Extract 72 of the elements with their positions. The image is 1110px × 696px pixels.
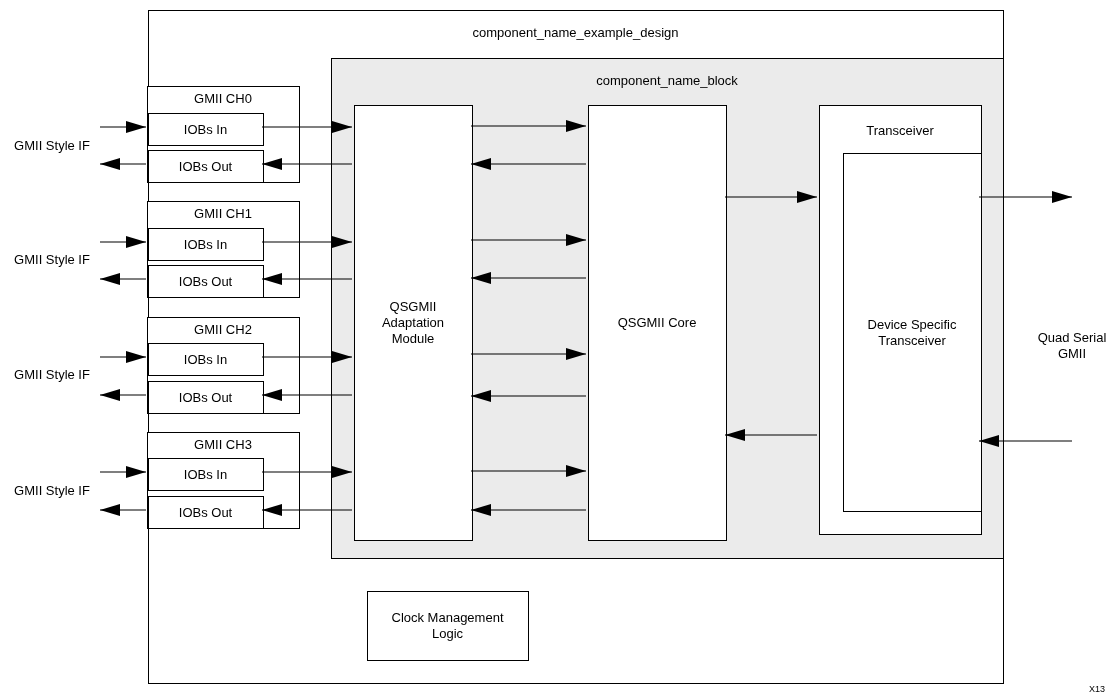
arrow — [724, 429, 818, 441]
box-label: IOBs Out — [177, 158, 234, 175]
channel-box — [147, 201, 300, 298]
box-label: IOBs Out — [177, 273, 234, 290]
arrow — [724, 191, 818, 203]
arrow — [261, 158, 353, 170]
box-title: component_name_example_design — [471, 25, 680, 41]
box-title: GMII CH2 — [193, 322, 253, 338]
channel-box — [147, 432, 300, 529]
transceiver-box — [819, 105, 982, 535]
box-title: Transceiver — [865, 123, 935, 139]
process-box — [148, 458, 264, 491]
box-title: GMII CH1 — [193, 206, 253, 222]
box-label: IOBs Out — [177, 504, 234, 521]
arrow — [99, 466, 147, 478]
arrow — [261, 389, 353, 401]
process-box — [148, 150, 264, 183]
arrow — [99, 389, 147, 401]
arrow — [470, 348, 587, 360]
arrow — [261, 236, 353, 248]
box-label: IOBs In — [182, 121, 229, 138]
box-label: IOBs In — [182, 236, 229, 253]
process-box — [148, 381, 264, 414]
arrow — [470, 120, 587, 132]
arrow — [261, 273, 353, 285]
box-label: IOBs Out — [177, 389, 234, 406]
interface-label: Quad Serial GMII — [1036, 330, 1108, 362]
arrow — [470, 465, 587, 477]
process-box — [367, 591, 529, 661]
arrow — [99, 273, 147, 285]
box-label: Device Specific Transceiver — [866, 316, 958, 349]
interface-label: GMII Style IF — [13, 251, 91, 268]
arrow — [99, 158, 147, 170]
process-box — [148, 496, 264, 529]
arrow — [470, 390, 587, 402]
box-label: IOBs In — [182, 466, 229, 483]
arrow — [470, 272, 587, 284]
interface-label: GMII Style IF — [13, 137, 91, 154]
arrow — [261, 504, 353, 516]
figure-id: X13 — [1088, 683, 1106, 696]
arrow — [261, 351, 353, 363]
box-title: GMII CH3 — [193, 437, 253, 453]
interface-label: GMII Style IF — [13, 366, 91, 383]
box-title: GMII CH0 — [193, 91, 253, 107]
block-panel — [331, 58, 1004, 559]
arrow — [470, 158, 587, 170]
arrow — [99, 121, 147, 133]
channel-box — [147, 317, 300, 414]
box-label: IOBs In — [182, 351, 229, 368]
process-box — [148, 228, 264, 261]
process-box — [148, 343, 264, 376]
arrow — [978, 191, 1073, 203]
box-title: component_name_block — [595, 73, 739, 89]
box-label: QSGMII Core — [616, 315, 698, 331]
arrow — [978, 435, 1073, 447]
arrow — [99, 351, 147, 363]
box-label: QSGMII Adaptation Module — [380, 299, 446, 347]
arrow — [99, 504, 147, 516]
process-box — [148, 113, 264, 146]
channel-box — [147, 86, 300, 183]
process-box — [843, 153, 982, 512]
design-frame — [148, 10, 1004, 684]
process-box — [588, 105, 727, 541]
interface-label: GMII Style IF — [13, 482, 91, 499]
process-box — [148, 265, 264, 298]
arrow — [99, 236, 147, 248]
process-box — [354, 105, 473, 541]
box-label: Clock Management Logic — [390, 610, 505, 642]
arrow — [261, 466, 353, 478]
arrow — [261, 121, 353, 133]
arrow — [470, 504, 587, 516]
arrow — [470, 234, 587, 246]
